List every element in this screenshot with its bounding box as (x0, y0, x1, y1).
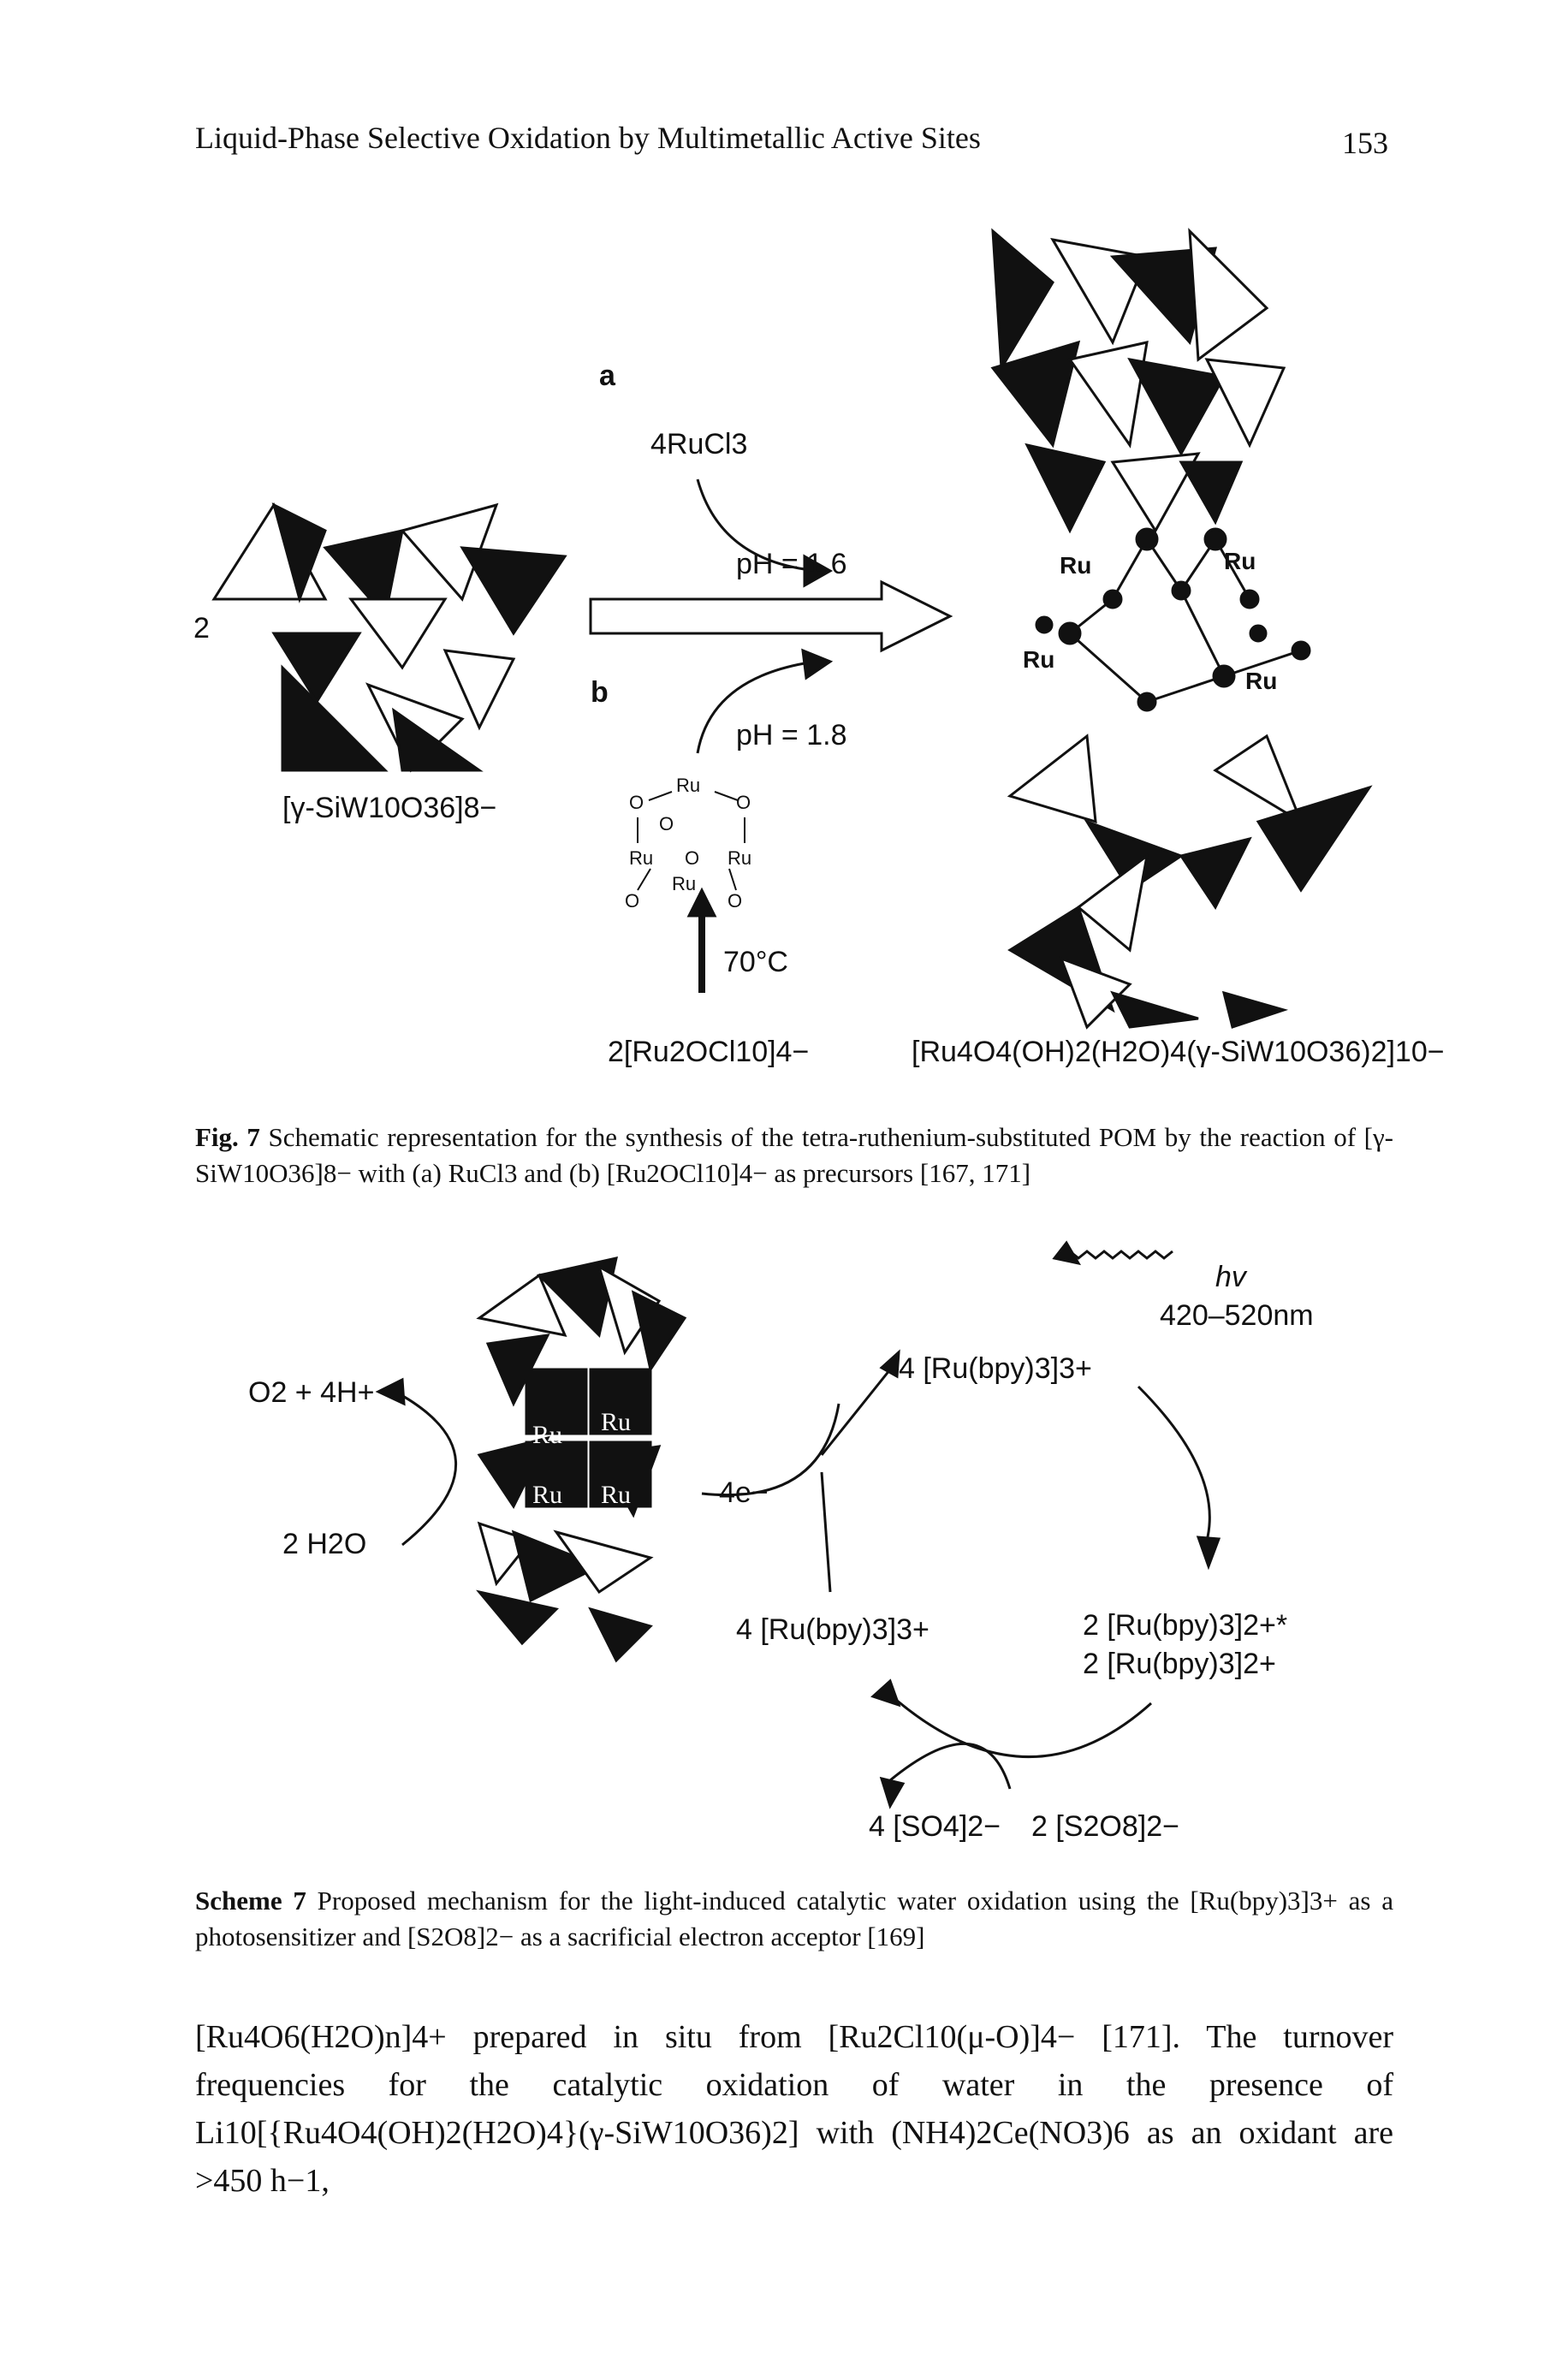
body-paragraph: [Ru4O6(H2O)n]4+ prepared in situ from [R… (195, 2019, 1393, 2199)
ring-o: O (625, 890, 640, 912)
oxygen-product: O2 + 4H+ (248, 1376, 375, 1409)
electrons-label: 4e− (719, 1476, 769, 1509)
ru-bpy3-excited: 2 [Ru(bpy)3]2+* (1083, 1609, 1288, 1642)
ru-atom-label: Ru (1023, 646, 1055, 673)
reactant-formula: [γ-SiW10O36]8− (282, 792, 497, 824)
product-ru-core (1035, 527, 1311, 712)
sulfate-label: 4 [SO4]2− (869, 1810, 1001, 1843)
scheme-arrows (375, 1240, 1221, 1809)
ru-bpy3-2plus: 2 [Ru(bpy)3]2+ (1083, 1648, 1276, 1680)
scheme-ru-label: Ru (532, 1421, 563, 1449)
scheme-ru-label: Ru (601, 1481, 632, 1509)
ring-ru-left: Ru (629, 847, 654, 869)
water-reactant: 2 H2O (282, 1528, 367, 1560)
reagent-ru2ocl10: 2[Ru2OCl10]4− (608, 1036, 810, 1068)
scheme-polyhedra (476, 1256, 687, 1663)
ring-ru-bottom: Ru (672, 873, 697, 894)
ring-o: O (728, 890, 743, 912)
reagent-rucl3: 4RuCl3 (650, 428, 748, 460)
ru-bpy3-3plus-top: 4 [Ru(bpy)3]3+ (899, 1352, 1092, 1385)
persulfate-label: 2 [S2O8]2− (1031, 1810, 1179, 1843)
ph-route-b: pH = 1.8 (736, 719, 847, 751)
ring-o: O (629, 792, 644, 813)
product-polyhedra-top (990, 228, 1286, 534)
route-b-label: b (591, 676, 609, 709)
reaction-arrows (589, 478, 953, 993)
running-head: Liquid-Phase Selective Oxidation by Mult… (195, 121, 981, 155)
caption-text: Proposed mechanism for the light-induced… (195, 1886, 1394, 1951)
ring-ru-top: Ru (676, 775, 701, 796)
caption-label: Fig. 7 (195, 1122, 260, 1152)
ring-o: O (659, 813, 674, 835)
wavelength-label: 420–520nm (1160, 1299, 1314, 1332)
caption-text: Schematic representation for the synthes… (195, 1122, 1393, 1188)
ru-bpy3-3plus-left: 4 [Ru(bpy)3]3+ (736, 1613, 930, 1646)
route-a-label: a (599, 359, 615, 392)
light-hv-label: hv (1215, 1261, 1246, 1293)
page-number: 153 (1342, 126, 1388, 160)
product-polyhedra-bottom (1007, 734, 1373, 1030)
ring-ru-right: Ru (728, 847, 752, 869)
scheme-7-caption: Scheme 7 Proposed mechanism for the ligh… (195, 1883, 1393, 1955)
scheme-ru-label: Ru (601, 1408, 632, 1436)
stoichiometry-coefficient: 2 (193, 612, 210, 644)
ring-o: O (736, 792, 751, 813)
ru2ocl10-ring (637, 791, 745, 891)
ru-atom-label: Ru (1245, 668, 1278, 694)
ru-atom-label: Ru (1060, 552, 1092, 579)
ph-route-a: pH = 1.6 (736, 548, 847, 580)
product-formula: [Ru4O4(OH)2(H2O)4(γ-SiW10O36)2]10− (912, 1036, 1445, 1068)
ring-o: O (685, 847, 700, 869)
caption-label: Scheme 7 (195, 1886, 306, 1916)
reactant-polyhedra (211, 502, 567, 773)
scheme-ru-label: Ru (532, 1481, 563, 1509)
figure-7-caption: Fig. 7 Schematic representation for the … (195, 1120, 1393, 1191)
temperature-label: 70°C (723, 946, 788, 978)
ru-atom-label: Ru (1224, 548, 1256, 574)
